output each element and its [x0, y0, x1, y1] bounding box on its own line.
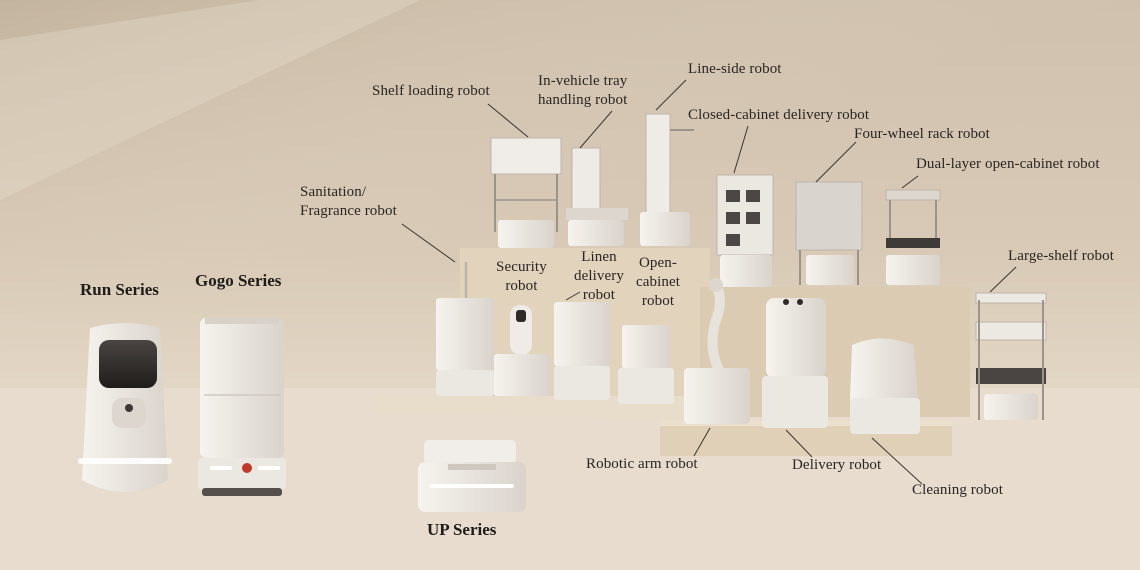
leader-lines — [401, 79, 1017, 485]
large-shelf-robot — [975, 292, 1047, 420]
robotic-arm-robot-label: Robotic arm robot — [586, 456, 698, 472]
floor — [0, 388, 1140, 570]
open-cabinet-robot — [618, 325, 674, 404]
dual-layer-open-cabinet-label: Dual-layer open-cabinet robot — [916, 156, 1100, 172]
closed-cabinet-robot — [716, 174, 774, 287]
in-vehicle-tray-robot — [566, 147, 628, 246]
four-wheel-rack-robot-label: Four-wheel rack robot — [854, 126, 990, 142]
in-vehicle-tray-line-1: In-vehicle tray — [538, 73, 628, 89]
sanitation-line-2: Fragrance robot — [300, 203, 397, 219]
shelf-loading-robot-label: Shelf loading robot — [372, 83, 490, 99]
security-robot — [494, 305, 550, 396]
security-line-2: robot — [505, 278, 538, 294]
dual-layer-open-cabinet-robot — [885, 189, 941, 285]
sanitation-robot-label: Sanitation/ Fragrance robot — [300, 183, 397, 221]
closed-cabinet-robot-label: Closed-cabinet delivery robot — [688, 107, 870, 123]
security-robot-label: Security robot — [496, 258, 547, 296]
delivery-robot-label: Delivery robot — [792, 457, 882, 473]
line-side-robot — [640, 113, 694, 246]
in-vehicle-tray-label: In-vehicle tray handling robot — [538, 72, 627, 110]
large-shelf-robot-label: Large-shelf robot — [1008, 248, 1114, 264]
line-side-robot-label: Line-side robot — [688, 61, 782, 77]
up-series-robot — [418, 440, 526, 512]
gogo-series-robot — [198, 318, 286, 496]
sanitation-line-1: Sanitation/ — [300, 184, 367, 200]
run-series-label: Run Series — [80, 280, 159, 299]
open-cabinet-line-1: Open- — [639, 255, 677, 271]
linen-delivery-robot-label: Linen delivery robot — [574, 248, 624, 305]
delivery-robot — [762, 298, 828, 428]
shelf-loading-robot — [490, 137, 562, 248]
four-wheel-rack-robot — [795, 181, 863, 285]
open-cabinet-line-2: cabinet — [636, 274, 681, 290]
sanitation-robot — [436, 262, 494, 396]
open-cabinet-line-3: robot — [641, 293, 675, 309]
linen-line-2: delivery — [574, 268, 624, 284]
robotic-arm-robot — [684, 278, 750, 424]
wall-light-streak — [0, 0, 420, 200]
up-series-label: UP Series — [427, 520, 497, 539]
cleaning-robot-label: Cleaning robot — [912, 482, 1003, 498]
run-series-robot — [78, 323, 172, 492]
linen-line-3: robot — [582, 287, 616, 303]
gogo-series-label: Gogo Series — [195, 271, 282, 290]
security-line-1: Security — [496, 259, 547, 275]
in-vehicle-tray-line-2: handling robot — [538, 92, 628, 108]
linen-line-1: Linen — [581, 249, 617, 265]
cleaning-robot — [850, 338, 920, 434]
linen-delivery-robot — [554, 302, 610, 400]
open-cabinet-robot-label: Open- cabinet robot — [636, 254, 680, 311]
